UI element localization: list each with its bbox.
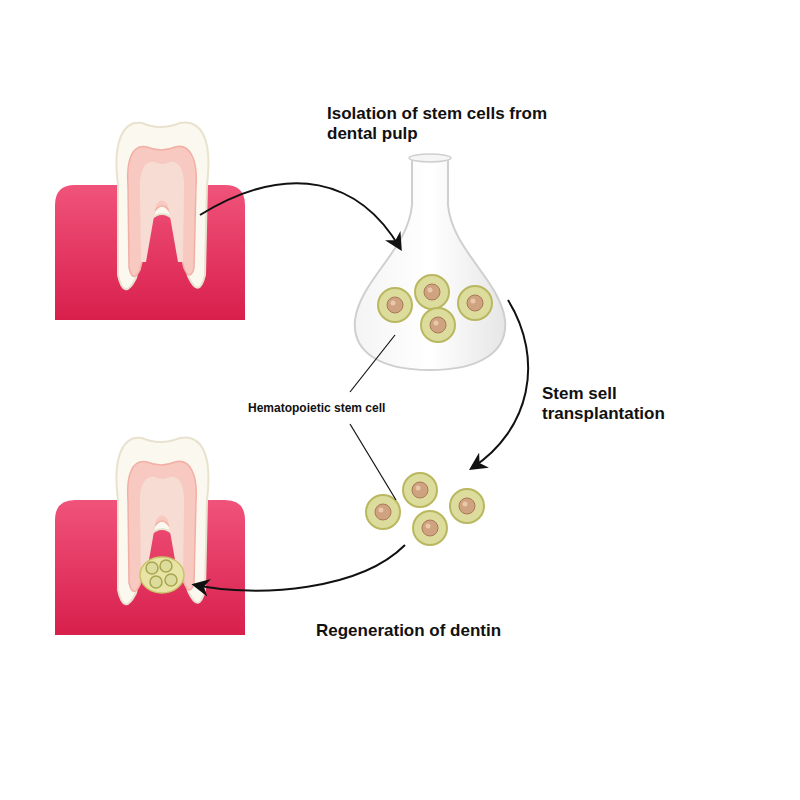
step-label: Isolation of stem cells from dental pulp: [325, 103, 559, 146]
cultured-cells: [378, 275, 492, 342]
cells-in-pulp: [140, 557, 184, 593]
leader-line: [350, 424, 396, 500]
flask-mouth: [409, 154, 451, 162]
step-label: Stem sell transplantation: [540, 383, 744, 426]
leader-line: [350, 335, 395, 392]
transplanted-cells: [366, 473, 484, 545]
cell-type-label: Hematopoietic stem cell: [246, 400, 387, 416]
process-arrow: [195, 545, 405, 591]
culture-flask: [355, 158, 505, 370]
tooth-source: [55, 122, 245, 320]
tooth-regenerated: [55, 437, 245, 635]
process-arrow: [200, 183, 400, 248]
process-arrow: [472, 300, 528, 468]
step-label: Regeneration of dentin: [314, 620, 503, 642]
